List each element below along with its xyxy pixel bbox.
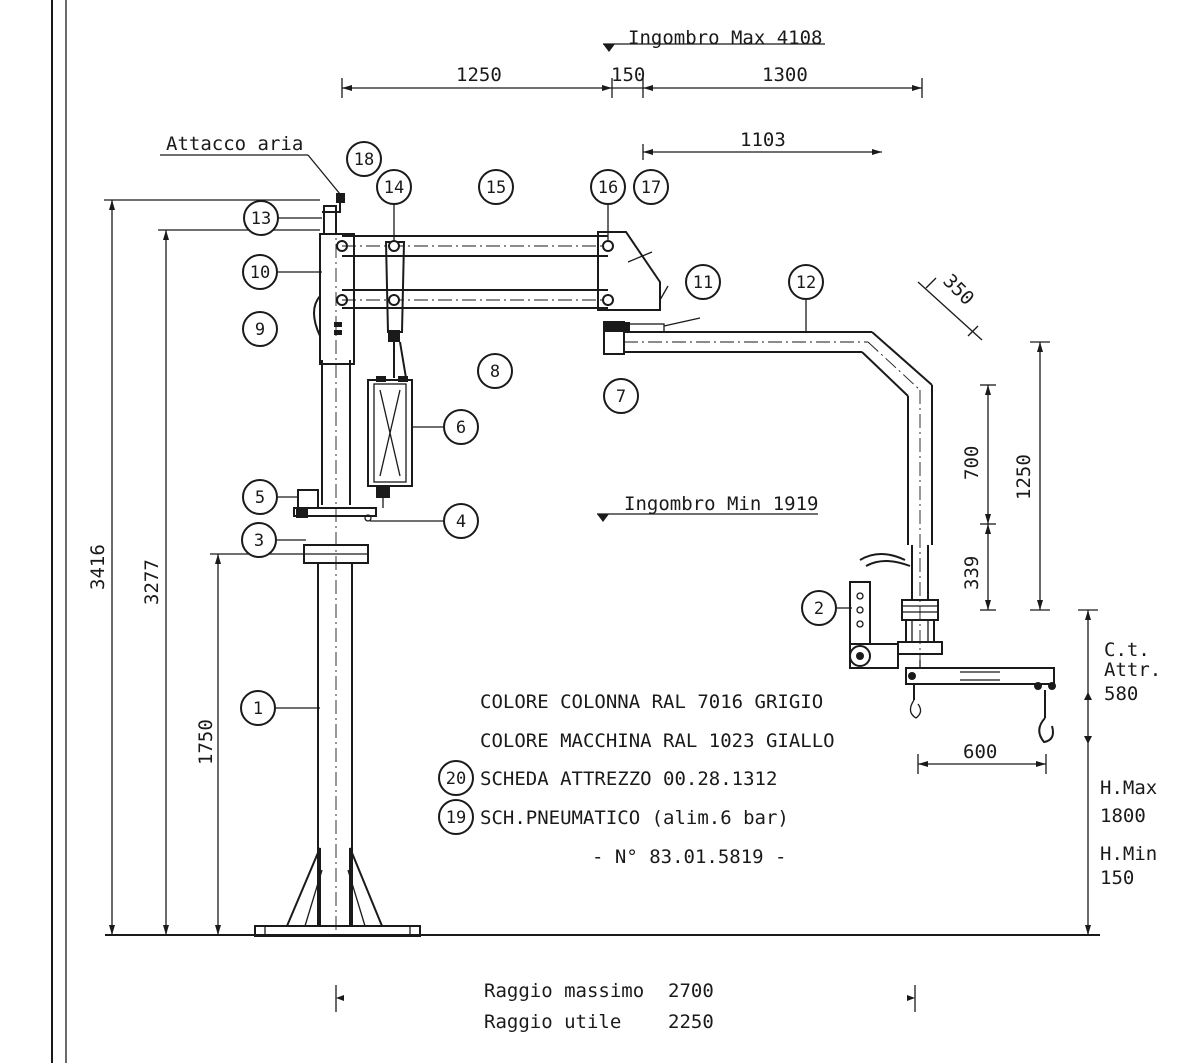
callout-number: 6 [456,418,466,438]
callout-number: 7 [616,387,626,407]
dim-3277: 3277 [141,559,163,605]
callout-number: 14 [384,178,404,198]
dimension-lines [104,43,1098,1012]
dimension-text: Ingombro Max 4108 1250 150 1300 1103 350… [87,27,1161,889]
dim-150: 150 [611,64,645,86]
h-min-value: 150 [1100,867,1134,889]
callout-number: 9 [255,320,265,340]
callout-number: 2 [814,599,824,619]
callout-8: 8 [477,353,513,389]
callout-16: 16 [590,169,626,205]
callout-number: 12 [796,273,816,293]
callout-number: 1 [253,699,263,719]
ingombro-max-label: Ingombro Max 4108 [628,27,822,49]
callout-9: 9 [242,311,278,347]
callout-20: 20 [438,760,474,796]
callout-1: 1 [240,690,276,726]
callout-number: 13 [251,209,271,229]
callout-12: 12 [788,264,824,300]
attacco-aria-label: Attacco aria [166,133,303,155]
callout-number: 10 [250,263,270,283]
dim-339: 339 [961,556,983,590]
dim-1103: 1103 [740,129,786,151]
ct-attr-label-line2: Attr. [1104,659,1161,681]
callout-number: 5 [255,488,265,508]
callout-10: 10 [242,254,278,290]
ct-attr-label-line1: C.t. [1104,639,1150,661]
callout-2: 2 [801,590,837,626]
dim-1750: 1750 [195,719,217,765]
callout-11: 11 [685,264,721,300]
callout-number: 8 [490,362,500,382]
callout-3: 3 [241,522,277,558]
parallelogram-arm [342,231,661,379]
dim-3416: 3416 [87,544,109,590]
note-scheda-attrezzo: SCHEDA ATTREZZO 00.28.1312 [480,768,777,790]
gripper-tool [849,581,1056,744]
callout-4: 4 [443,503,479,539]
secondary-arm [603,317,943,660]
callout-number: 17 [641,178,661,198]
notes-block: COLORE COLONNA RAL 7016 GRIGIO COLORE MA… [480,691,835,868]
dim-350: 350 [938,270,978,310]
callout-number: 20 [446,769,466,789]
callout-18: 18 [346,141,382,177]
callout-5: 5 [242,479,278,515]
raggio-utile-label: Raggio utile [484,1011,621,1033]
callout-number: 18 [354,150,374,170]
raggio-massimo-value: 2700 [668,980,714,1002]
callout-number: 3 [254,531,264,551]
callout-number: 16 [598,178,618,198]
dim-600: 600 [963,741,997,763]
dim-1300: 1300 [762,64,808,86]
callout-number: 19 [446,808,466,828]
footer-radii: Raggio massimo 2700 Raggio utile 2250 [484,980,714,1033]
raggio-utile-value: 2250 [668,1011,714,1033]
h-max-value: 1800 [1100,805,1146,827]
note-schema-pneumatico: SCH.PNEUMATICO (alim.6 bar) [480,807,789,829]
h-min-label: H.Min [1100,843,1157,865]
callout-14: 14 [376,169,412,205]
callout-leaders [275,205,852,709]
callout-7: 7 [603,378,639,414]
h-max-label: H.Max [1100,777,1157,799]
ct-attr-value: 580 [1104,683,1138,705]
callout-19: 19 [438,799,474,835]
note-numero-disegno: - N° 83.01.5819 - [592,846,786,868]
note-colore-macchina: COLORE MACCHINA RAL 1023 GIALLO [480,730,835,752]
callout-6: 6 [443,409,479,445]
ingombro-min-label: Ingombro Min 1919 [624,493,818,515]
callout-number: 11 [693,273,713,293]
pneumatic-cylinder [367,376,413,508]
callout-number: 15 [486,178,506,198]
dim-1250-top: 1250 [456,64,502,86]
callout-bubbles: 1 2 3 4 5 6 7 8 9 10 11 12 13 14 15 16 1… [240,141,837,835]
dim-700: 700 [961,446,983,480]
raggio-massimo-label: Raggio massimo [484,980,644,1002]
note-colore-colonna: COLORE COLONNA RAL 7016 GRIGIO [480,691,823,713]
callout-15: 15 [478,169,514,205]
dim-1250-right: 1250 [1013,454,1035,500]
callout-13: 13 [243,200,279,236]
callout-number: 4 [456,512,466,532]
callout-17: 17 [633,169,669,205]
sheet-border [51,0,67,1063]
